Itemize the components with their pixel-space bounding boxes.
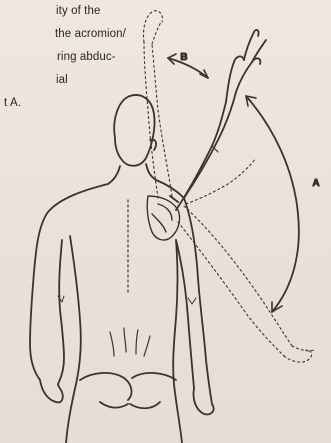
arc-b-label: B — [180, 52, 187, 63]
scapula-detail — [147, 196, 179, 240]
arc-a — [246, 96, 299, 312]
arc-b — [168, 54, 208, 78]
torso-outline — [30, 95, 214, 443]
arc-a-label: A — [312, 178, 319, 189]
raised-arm — [176, 30, 266, 210]
